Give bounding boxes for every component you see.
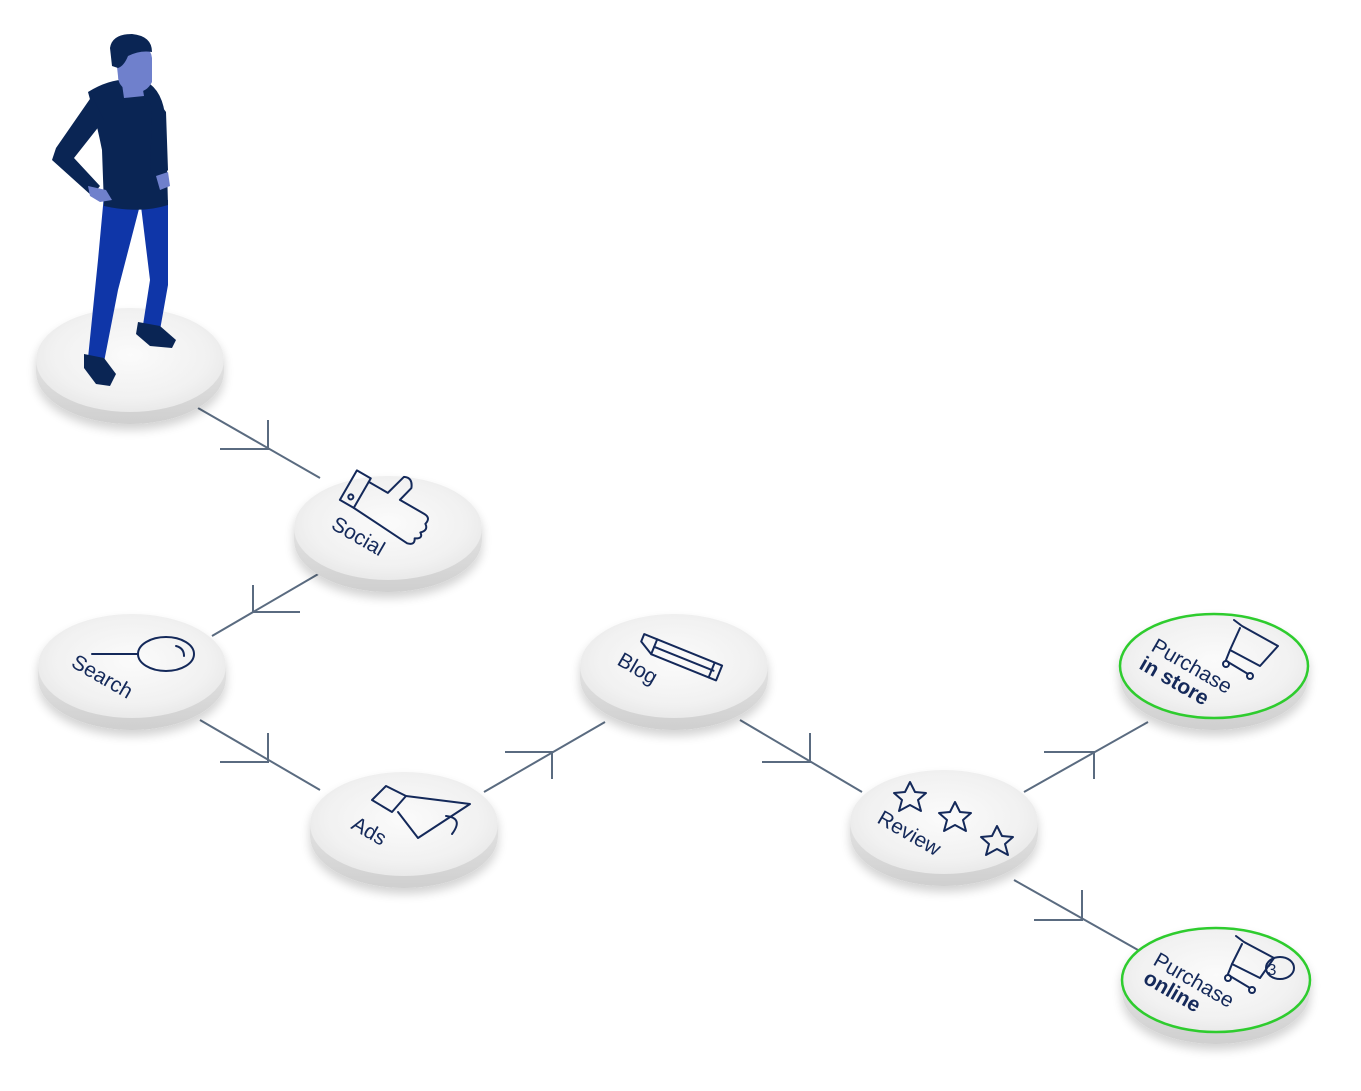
connector-blog-review xyxy=(739,719,863,793)
start-disc xyxy=(36,308,224,424)
person-hand-right xyxy=(156,172,170,190)
person-arm-right xyxy=(150,90,168,184)
shopping-cart-badge-icon xyxy=(1224,935,1295,994)
person-shoe-front xyxy=(84,354,116,386)
connector-search-ads xyxy=(199,719,321,791)
person-leg-front xyxy=(88,195,140,362)
connectors xyxy=(197,407,1149,951)
person-torso xyxy=(88,79,168,210)
connector-social-search xyxy=(211,572,321,637)
person-hand-left xyxy=(88,186,112,202)
node-ads xyxy=(310,772,498,888)
node-social xyxy=(294,476,482,592)
cart-badge-count: 3 xyxy=(1268,962,1277,979)
person-hair xyxy=(110,34,152,68)
connector-review-online xyxy=(1013,879,1139,951)
person-shoe-back xyxy=(136,322,176,348)
node-search xyxy=(38,614,226,730)
node-purchase-store xyxy=(1118,612,1310,730)
person-leg-back xyxy=(140,198,168,330)
shopping-cart-icon xyxy=(1222,619,1279,680)
stars-icon xyxy=(893,781,1014,856)
connector-review-store xyxy=(1023,721,1149,793)
person-arm-left xyxy=(52,96,104,196)
node-blog xyxy=(580,614,768,730)
thumbs-up-icon xyxy=(338,469,429,545)
connector-ads-blog xyxy=(483,721,606,793)
magnifier-icon xyxy=(91,636,195,672)
person-figure xyxy=(52,34,176,386)
megaphone-icon xyxy=(371,785,471,839)
connector-start-social xyxy=(197,407,321,479)
pencil-icon xyxy=(640,633,724,682)
node-purchase-online xyxy=(1120,926,1312,1044)
